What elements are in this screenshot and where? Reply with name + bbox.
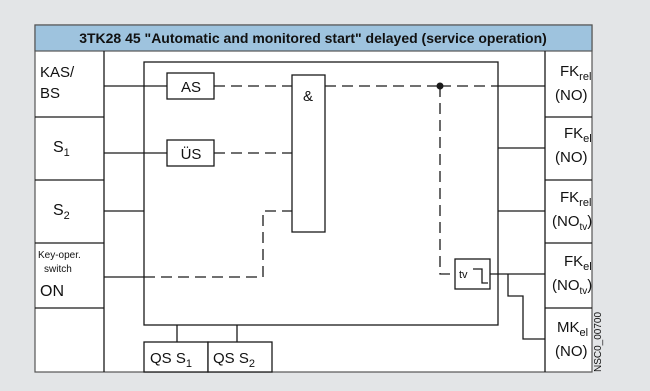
input-key-line2: switch <box>44 264 72 275</box>
us-block-label: ÜS <box>181 145 202 163</box>
and-gate-label: & <box>303 88 313 105</box>
input-key-line1: Key-oper. <box>38 250 81 261</box>
output-5-type: (NO) <box>555 343 588 360</box>
output-4-name: FKel <box>564 253 592 273</box>
us-block <box>166 139 215 167</box>
qs1-label: QS S1 <box>150 350 192 370</box>
output-1-name: FKrel <box>560 63 591 83</box>
input-s1: S1 <box>53 139 70 159</box>
as-block <box>166 72 215 100</box>
and-gate <box>291 74 326 233</box>
input-s2: S2 <box>53 202 70 222</box>
wire-out-mk-el <box>507 274 545 340</box>
logic-frame <box>143 61 499 326</box>
input-kas-line2: BS <box>40 85 60 102</box>
timer-symbol <box>473 268 488 284</box>
output-5-name: MKel <box>557 319 588 339</box>
wire-junction-to-timer <box>439 86 455 275</box>
input-key-line3: ON <box>40 283 64 300</box>
timer-label: tv <box>459 269 468 281</box>
drawing-code: NSC0_00700 <box>593 312 604 372</box>
qs2-box <box>207 341 273 373</box>
qs2-label: QS S2 <box>213 350 255 370</box>
output-3-type: (NOtv) <box>552 213 592 233</box>
output-2-type: (NO) <box>555 149 588 166</box>
output-2-name: FKel <box>564 125 592 145</box>
qs1-box <box>143 341 209 373</box>
title-band <box>34 24 593 52</box>
as-block-label: AS <box>181 79 201 96</box>
output-4-type: (NOtv) <box>552 277 592 297</box>
output-1-type: (NO) <box>555 87 588 104</box>
wire-key-to-and <box>144 210 292 278</box>
input-kas-line1: KAS/ <box>40 64 75 81</box>
diagram-title: 3TK28 45 "Automatic and monitored start"… <box>79 30 547 46</box>
output-3-name: FKrel <box>560 189 591 209</box>
